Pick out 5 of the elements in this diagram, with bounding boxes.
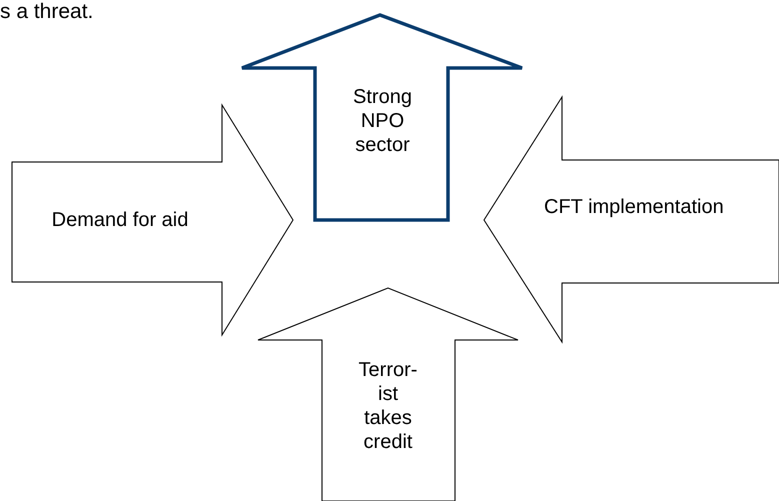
text-fragment: s a threat.	[0, 0, 94, 24]
shape-label: CFT implementation	[544, 195, 725, 219]
shape-label: Demand for aid	[50, 208, 190, 232]
shape-label: Strong NPO sector	[352, 85, 413, 157]
shape-label: Terror- ist takes credit	[358, 358, 418, 454]
